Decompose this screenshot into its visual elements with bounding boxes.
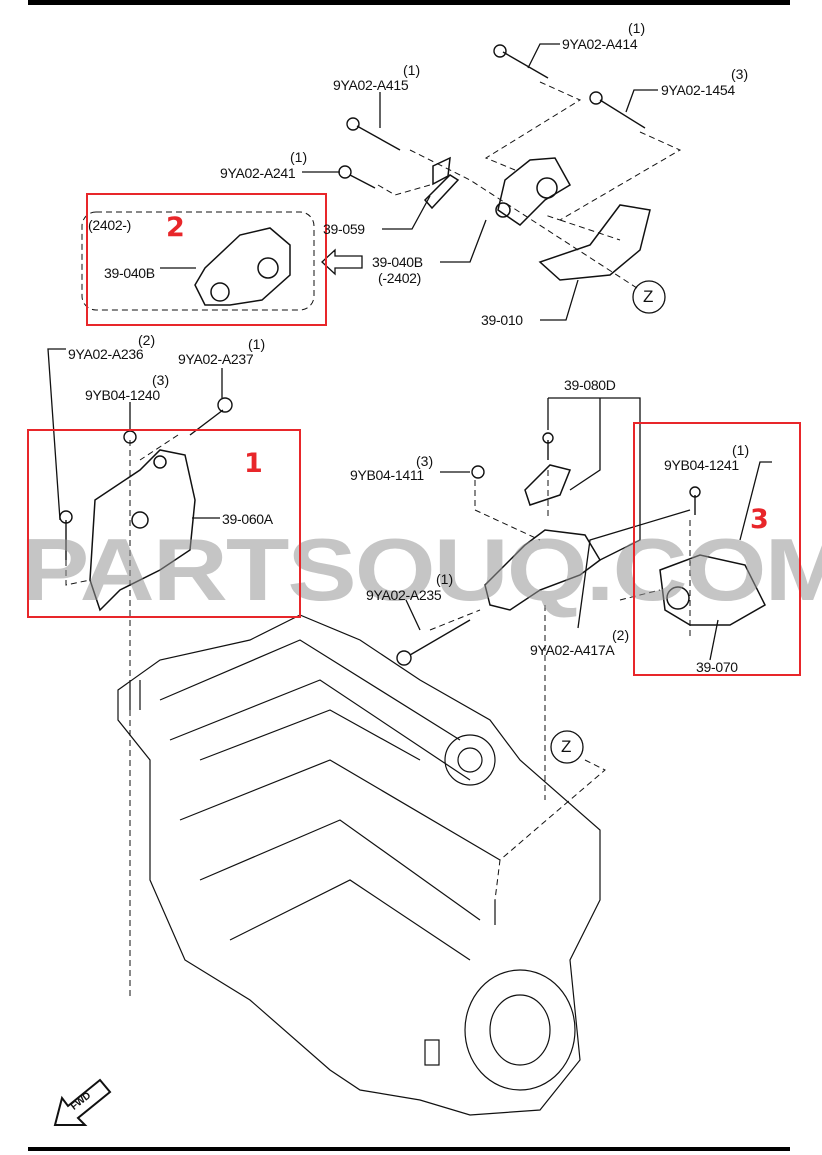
engine-assembly — [117, 614, 601, 1116]
part-qty: (1) — [248, 336, 266, 352]
part-qty: (3) — [152, 372, 170, 388]
part-label-9YA02-A415[interactable]: 9YA02-A415 — [333, 77, 409, 93]
replacement-arrow-icon — [321, 248, 363, 276]
part-label-9YA02-A237[interactable]: 9YA02-A237 — [178, 351, 254, 367]
reference-z-circle — [632, 280, 666, 314]
part-label-9YA02-A241[interactable]: 9YA02-A241 — [220, 165, 296, 181]
part-label-9YB04-1411[interactable]: 9YB04-1411 — [350, 467, 424, 483]
part-qty: (2) — [612, 627, 630, 643]
part-label-39-010[interactable]: 39-010 — [481, 312, 523, 328]
mount-shapes — [89, 156, 766, 626]
marker-3: 3 — [750, 504, 769, 535]
part-qty: (3) — [416, 453, 434, 469]
bolt-icons — [59, 44, 701, 666]
part-label-39-059[interactable]: 39-059 — [323, 221, 365, 237]
fwd-arrow-icon — [53, 1078, 112, 1126]
reference-z-label: Z — [643, 287, 654, 306]
reference-z-label: Z — [561, 737, 572, 756]
part-label-9YA02-A236[interactable]: 9YA02-A236 — [68, 346, 144, 362]
part-qty: (3) — [731, 66, 749, 82]
top-border — [28, 0, 790, 5]
part-qty: (1) — [290, 149, 308, 165]
part-qty: (1) — [628, 20, 646, 36]
part-note: (-2402) — [378, 270, 422, 286]
part-label-39-060A[interactable]: 39-060A — [222, 511, 273, 527]
part-qty: (1) — [436, 571, 454, 587]
bottom-border — [28, 1147, 790, 1151]
highlight-box-3 — [633, 422, 801, 676]
part-label-39-040B-alt[interactable]: 39-040B — [104, 265, 155, 281]
marker-1: 1 — [244, 448, 263, 479]
highlight-box-1 — [27, 429, 301, 618]
part-label-9YB04-1240[interactable]: 9YB04-1240 — [85, 387, 160, 403]
part-label-39-070[interactable]: 39-070 — [696, 659, 738, 675]
part-label-9YB04-1241[interactable]: 9YB04-1241 — [664, 457, 739, 473]
marker-2: 2 — [166, 212, 185, 243]
part-label-9YA02-A235[interactable]: 9YA02-A235 — [366, 587, 442, 603]
part-qty: (2) — [138, 332, 156, 348]
part-note: (2402-) — [88, 217, 132, 233]
part-label-39-080D[interactable]: 39-080D — [564, 377, 616, 393]
reference-z-circle — [550, 730, 584, 764]
part-qty: (1) — [732, 442, 750, 458]
part-label-9YA02-A414[interactable]: 9YA02-A414 — [562, 36, 638, 52]
part-qty: (1) — [403, 62, 421, 78]
part-label-9YA02-1454[interactable]: 9YA02-1454 — [661, 82, 735, 98]
highlight-box-2 — [86, 193, 327, 326]
part-label-39-040B[interactable]: 39-040B — [372, 254, 423, 270]
leader-lines — [47, 43, 772, 661]
watermark: PARTSOUQ.COM — [20, 520, 822, 620]
part-label-9YA02-A417A[interactable]: 9YA02-A417A — [530, 642, 615, 658]
